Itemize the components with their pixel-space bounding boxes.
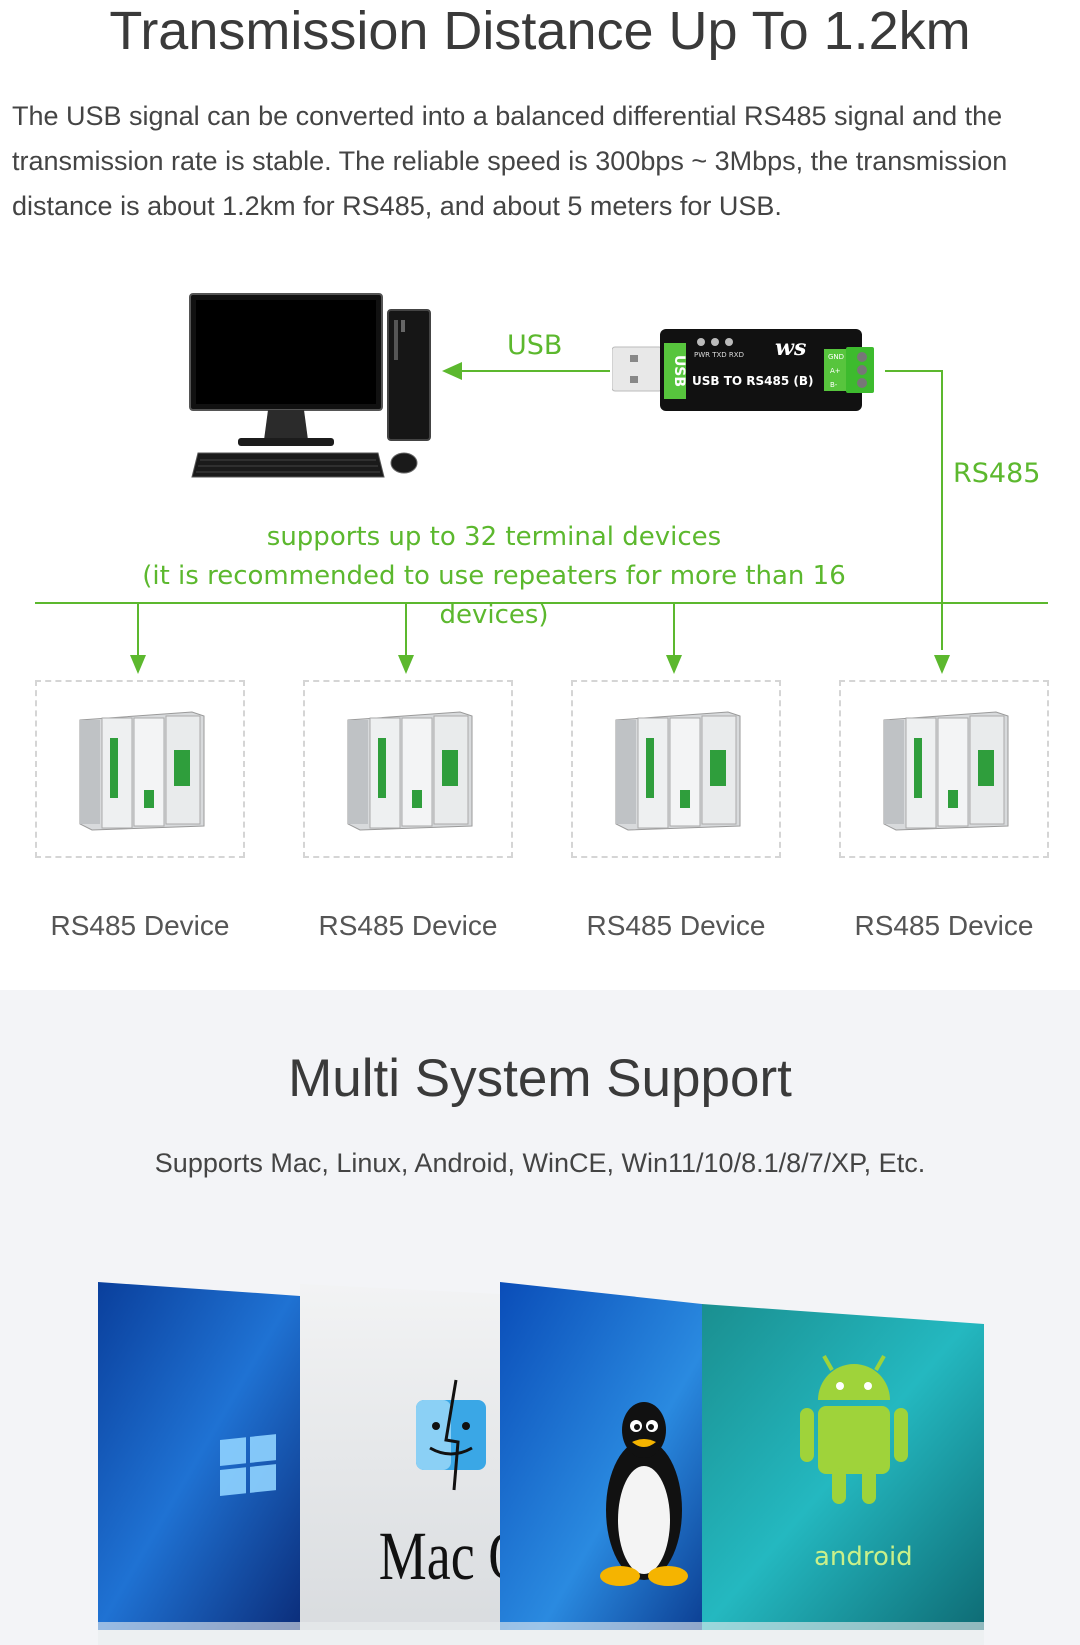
pc-tower-icon (387, 309, 431, 441)
section-description-transmission: The USB signal can be converted into a b… (12, 101, 1008, 221)
rs485-device-graphic (79, 711, 205, 831)
rs485-device-image (839, 680, 1049, 858)
converter-port-text: USB (671, 355, 687, 387)
linux-os-tile (500, 1282, 702, 1630)
svg-text:GND: GND (828, 353, 844, 361)
os-logo-gallery: Mac OS android (98, 1282, 984, 1645)
usb-connection-label: USB (507, 330, 563, 361)
windows-logo-icon (220, 1434, 276, 1496)
waveshare-logo-icon: ws (775, 335, 806, 361)
keyboard-icon (191, 452, 385, 478)
android-text: android (814, 1542, 913, 1572)
android-robot-icon (800, 1355, 908, 1504)
rs485-device-graphic (883, 711, 1009, 831)
svg-text:B-: B- (830, 381, 838, 389)
android-os-tile: android (702, 1304, 984, 1630)
arrow-down-icon (398, 655, 414, 674)
rs485-device-image (35, 680, 245, 858)
device-support-note: supports up to 32 terminal devices (it i… (100, 518, 888, 635)
desktop-computer-illustration (189, 293, 431, 478)
windows-os-tile (98, 1282, 300, 1630)
arrow-down-icon (934, 655, 950, 674)
converter-name-text: USB TO RS485 (B) (692, 374, 814, 388)
rs485-device-label: RS485 Device (586, 910, 766, 941)
rs485-device-image (303, 680, 513, 858)
svg-text:A+: A+ (830, 367, 841, 375)
arrow-left-icon (442, 362, 462, 380)
usb-to-rs485-converter-image: USB PWR TXD RXD ws USB TO RS485 (B) GND … (612, 329, 874, 411)
converter-led-labels: PWR TXD RXD (694, 351, 744, 359)
finder-logo-icon (416, 1379, 486, 1491)
rs485-device-graphic (615, 711, 741, 831)
rs485-device-label: RS485 Device (50, 910, 230, 941)
device-support-line2: (it is recommended to use repeaters for … (142, 561, 846, 630)
mouse-icon (390, 452, 418, 474)
device-support-line1: supports up to 32 terminal devices (266, 522, 722, 552)
rs485-device-label: RS485 Device (854, 910, 1034, 941)
section-title-transmission: Transmission Distance Up To 1.2km (109, 1, 971, 61)
rs485-device-image (571, 680, 781, 858)
rs485-device-graphic (347, 711, 473, 831)
rs485-device-label: RS485 Device (318, 910, 498, 941)
tux-penguin-icon (600, 1402, 688, 1586)
rs485-connection-label: RS485 (953, 458, 1041, 489)
arrow-down-icon (666, 655, 682, 674)
section-title-multi-system: Multi System Support (288, 1049, 792, 1108)
section-description-multi-system: Supports Mac, Linux, Android, WinCE, Win… (154, 1148, 926, 1178)
arrow-down-icon (130, 655, 146, 674)
